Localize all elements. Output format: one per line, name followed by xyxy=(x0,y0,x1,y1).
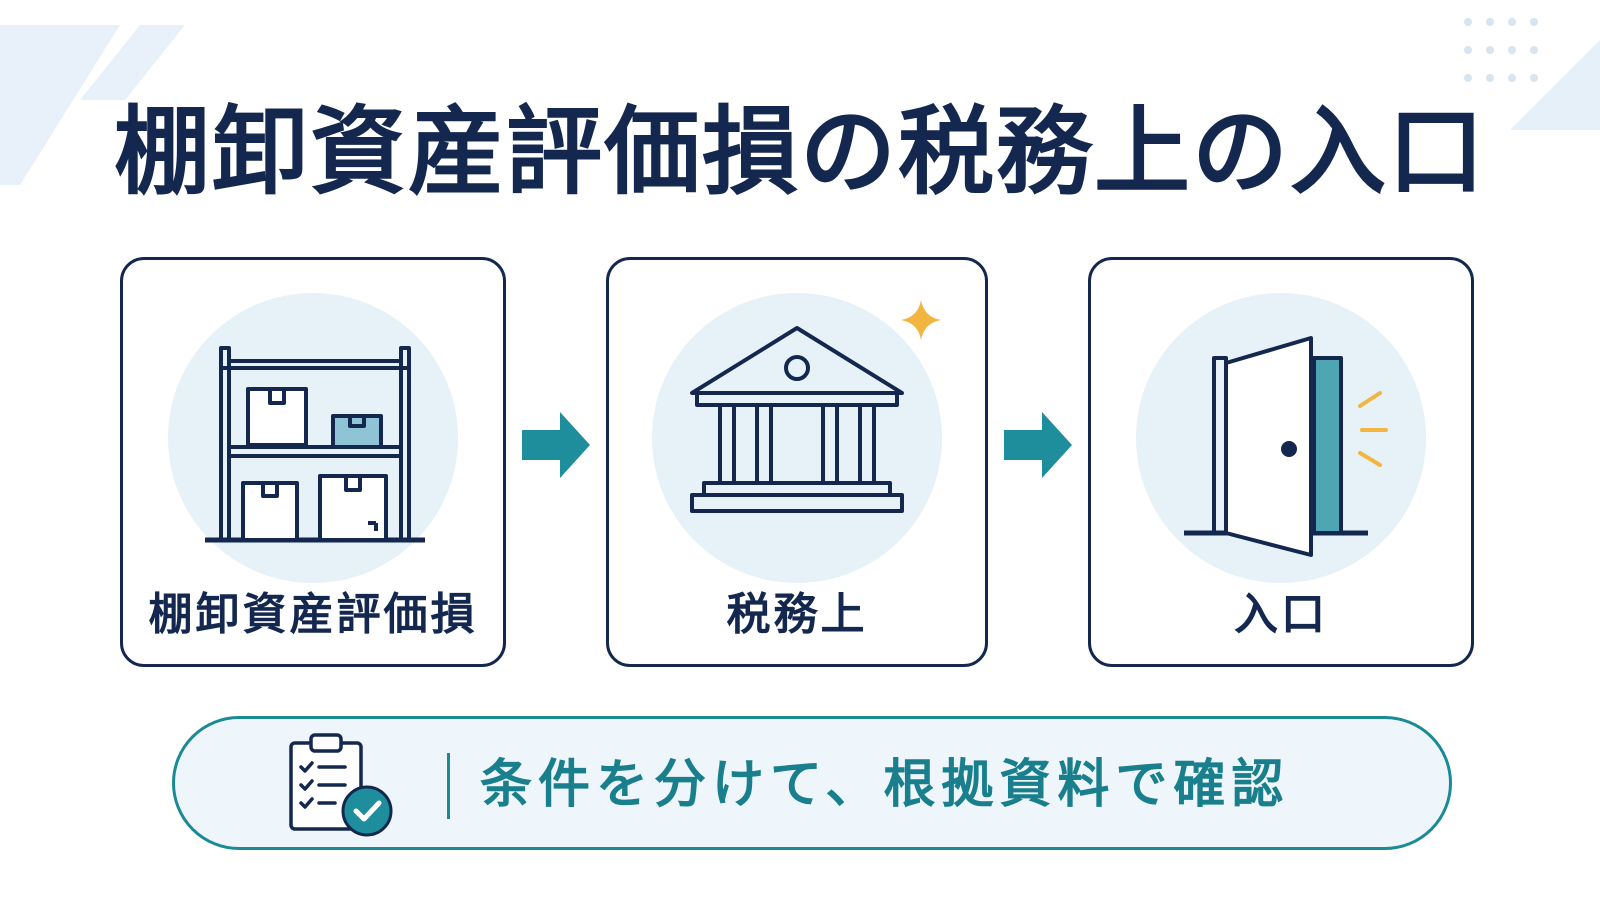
summary-banner: 条件を分けて、根拠資料で確認 xyxy=(172,716,1452,850)
icon-background-circle xyxy=(652,293,942,583)
arrow-right-icon xyxy=(1004,412,1072,478)
inventory-shelf-icon xyxy=(205,346,425,543)
corner-triangle-decoration xyxy=(1510,40,1600,130)
dot-grid-decoration xyxy=(1464,18,1538,82)
step-card-entrance: 入口 xyxy=(1088,257,1474,667)
step-label: 入口 xyxy=(1234,589,1328,640)
summary-message: 条件を分けて、根拠資料で確認 xyxy=(480,755,1290,815)
government-building-icon xyxy=(690,326,904,513)
sparkle-icon xyxy=(901,300,941,340)
arrow-right-icon xyxy=(522,412,590,478)
step-label: 税務上 xyxy=(726,589,868,640)
checklist-clipboard-icon xyxy=(289,733,393,837)
divider xyxy=(447,753,450,819)
step-card-tax: 税務上 xyxy=(606,257,988,667)
page-title: 棚卸資産評価損の税務上の入口 xyxy=(114,96,1486,208)
step-card-inventory: 棚卸資産評価損 xyxy=(120,257,506,667)
step-label: 棚卸資産評価損 xyxy=(148,589,478,640)
corner-stripes-decoration xyxy=(0,25,185,185)
open-door-icon xyxy=(1184,336,1388,557)
